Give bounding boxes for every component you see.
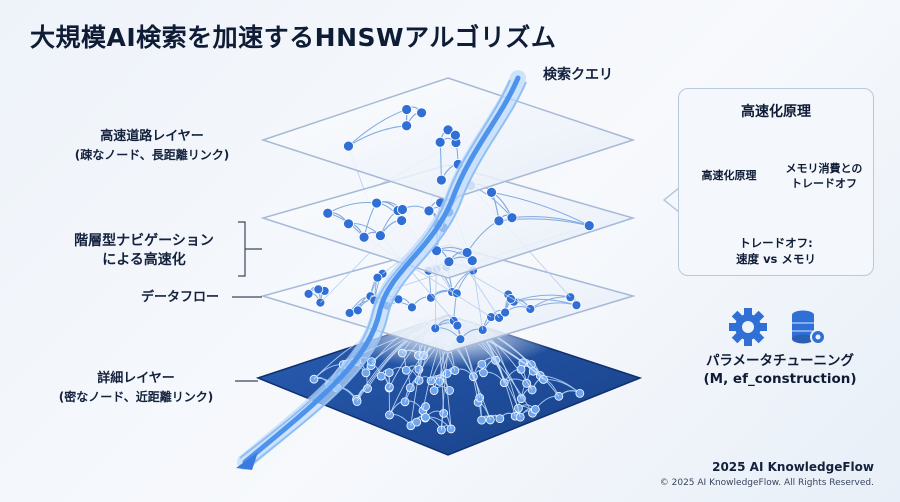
dataflow-label: データフロー <box>140 290 219 305</box>
dataflow-node <box>451 288 462 299</box>
search-query-label: 検索クエリ <box>543 67 613 83</box>
navigation-node <box>358 231 370 243</box>
navigation-node <box>461 247 473 258</box>
panel-left-label: 高速化原理 <box>701 169 757 182</box>
navigation-node <box>396 215 408 226</box>
navigation-node <box>493 215 505 227</box>
stream-arrowhead <box>236 452 258 470</box>
highway-layer-plane <box>260 77 636 201</box>
dataflow-node <box>407 302 417 313</box>
navigation-node <box>423 205 435 217</box>
gear-tooth <box>744 338 752 346</box>
footer-brand: 2025 AI KnowledgeFlow <box>712 460 874 474</box>
detail-node <box>477 415 487 425</box>
panel-tradeoff: トレードオフ: 速度 vs メモリ <box>679 235 873 267</box>
navigation-node <box>374 230 386 241</box>
detail-node <box>495 414 505 424</box>
navigation-node <box>583 220 595 232</box>
navigation-node <box>371 197 383 209</box>
database-gear-icon <box>792 310 826 345</box>
gear-tooth <box>729 323 737 331</box>
param-line1: パラメータチューニング <box>705 353 855 369</box>
navigation-node <box>322 207 334 219</box>
panel-tradeoff-line2: 速度 vs メモリ <box>736 252 816 266</box>
detail-node <box>575 388 585 398</box>
highway-layer-name: 高速道路レイヤー <box>100 129 204 144</box>
highway-node <box>450 129 461 141</box>
highway-layer-desc: (疎なノード、長距離リンク) <box>74 148 230 162</box>
detail-layer-label: 詳細レイヤー (密なノード、近距離リンク) <box>38 370 234 406</box>
dataflow-node <box>344 308 355 318</box>
dataflow-node <box>352 305 363 316</box>
detail-node <box>442 369 452 378</box>
gear-tooth <box>744 308 752 316</box>
dataflow-node <box>571 300 582 311</box>
navigation-node <box>343 218 354 230</box>
dataflow-node <box>455 334 466 345</box>
query-stream <box>236 70 527 470</box>
detail-node <box>421 402 430 411</box>
detail-node <box>421 412 430 422</box>
navigation-node <box>466 255 478 267</box>
navigation-label: 階層型ナビゲーション による高速化 <box>48 232 240 270</box>
gear-icon <box>729 308 767 346</box>
detail-node <box>530 405 540 414</box>
detail-node <box>361 368 371 378</box>
highway-layer-label: 高速道路レイヤー (疎なノード、長距離リンク) <box>52 128 252 164</box>
gear-tooth <box>759 323 767 331</box>
panel-tradeoff-line1: トレードオフ: <box>739 236 813 250</box>
panel-right-label: メモリ消費との トレードオフ <box>777 161 871 191</box>
dataflow-node <box>500 307 511 318</box>
detail-node <box>429 386 439 395</box>
detail-node <box>376 371 386 381</box>
param-line2: (M, ef_construction) <box>703 371 857 387</box>
navigation-node <box>486 187 497 198</box>
detail-node <box>412 417 422 427</box>
detail-node <box>401 365 411 375</box>
highway-node <box>435 174 447 186</box>
navigation-line2: による高速化 <box>102 252 186 268</box>
vertical-link <box>471 260 484 331</box>
dataflow-node <box>313 284 324 295</box>
highway-link <box>348 108 407 147</box>
highway-node <box>401 104 413 115</box>
speedup-panel: 高速化原理 高速化原理 メモリ消費との トレードオフ トレードオフ: 速度 vs… <box>678 88 874 276</box>
page-title: 大規模AI検索を加速するHNSWアルゴリズム <box>30 23 557 52</box>
dataflow-layer-plane <box>260 244 636 353</box>
dataflow-node <box>303 288 314 299</box>
navigation-node <box>397 204 408 215</box>
navigation-node <box>506 212 518 224</box>
navigation-bracket <box>238 221 262 277</box>
detail-layer-desc: (密なノード、近距離リンク) <box>58 390 214 404</box>
footer-copyright: © 2025 AI KnowledgeFlow. All Rights Rese… <box>659 478 874 488</box>
parameter-tuning-label: パラメータチューニング (M, ef_construction) <box>700 352 860 388</box>
panel-title: 高速化原理 <box>741 104 811 120</box>
highway-node <box>442 124 454 136</box>
detail-node <box>384 368 394 377</box>
navigation-line1: 階層型ナビゲーション <box>74 233 214 249</box>
highway-node <box>434 136 446 148</box>
highway-node <box>401 120 413 132</box>
detail-layer-name: 詳細レイヤー <box>97 371 175 386</box>
detail-node <box>479 368 488 378</box>
dataflow-node <box>452 320 463 331</box>
panel-callout-tail <box>662 186 680 214</box>
highway-node <box>416 107 427 119</box>
panel-right-line2: トレードオフ <box>791 177 857 190</box>
highway-node <box>343 140 354 152</box>
navigation-link <box>491 191 590 227</box>
panel-right-line1: メモリ消費との <box>785 162 863 175</box>
dataflow-node <box>372 272 383 283</box>
navigation-node <box>443 256 455 268</box>
